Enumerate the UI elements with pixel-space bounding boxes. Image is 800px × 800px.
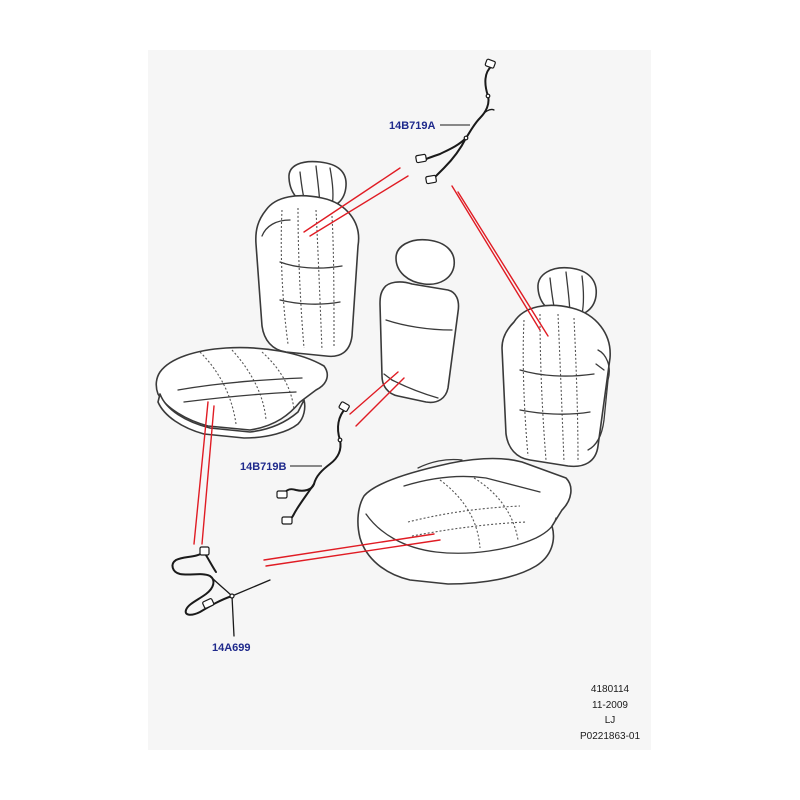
rear-seat-cushion (357, 457, 572, 585)
illustration-info: 4180114 11-2009 LJ P0221863-01 (560, 682, 660, 744)
harness-14b719b (276, 401, 350, 525)
front-seat-right (501, 266, 611, 468)
harness-14b719a (415, 58, 496, 185)
illustration-author: LJ (604, 715, 616, 726)
illustration-date: 11-2009 (592, 699, 628, 711)
illustration-reference: P0221863-01 (579, 730, 641, 742)
part-label-14a699: 14A699 (212, 642, 251, 654)
illustration-number: 4180114 (590, 684, 630, 695)
harness-14a699 (171, 546, 271, 637)
part-label-14b719b: 14B719B (240, 461, 287, 473)
front-seat-left (155, 160, 360, 439)
callout-14b719b: 14B719B (240, 461, 322, 473)
rear-seat-back (379, 238, 460, 404)
part-label-14b719a: 14B719A (389, 120, 436, 132)
callout-14a699: 14A699 (212, 642, 251, 654)
callout-14b719a: 14B719A (389, 120, 470, 132)
leader-lines (193, 167, 549, 567)
